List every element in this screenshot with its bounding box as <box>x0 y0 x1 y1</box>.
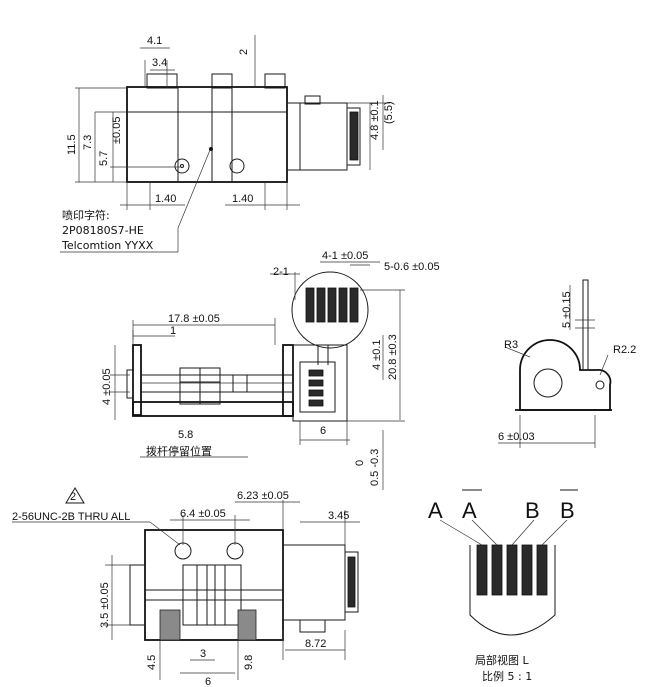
dim-5-side: 5 ±0.15 <box>561 291 573 328</box>
thread-hole <box>226 542 244 560</box>
dim-1: 1 <box>170 325 176 337</box>
dim-6-side: 6 ±0.03 <box>498 431 535 443</box>
radius-r2-2: R2.2 <box>613 344 636 356</box>
detail-caption: 局部视图 L <box>475 653 529 667</box>
dim-17-8: 17.8 ±0.05 <box>168 313 220 325</box>
detail-scale: 比例 5 : 1 <box>482 669 532 683</box>
revision-mark: 2 <box>70 491 76 503</box>
pin-b: B <box>525 498 540 523</box>
dim-3-bottom: 3 <box>200 648 206 660</box>
lever-block <box>179 367 201 405</box>
dim-4-5: 4.5 <box>146 655 158 670</box>
dim-4-1: 4.1 <box>147 35 162 47</box>
dim-5-0-6: 5-0.6 ±0.05 <box>384 261 440 273</box>
detail-view: A A B B 局部视图 L 比例 5 : 1 <box>428 489 578 683</box>
side-view-hub <box>533 368 563 398</box>
bottom-view: 2 2-56UNC-2B THRU ALL 6.4 ±0.05 6.23 ±0.… <box>12 487 360 687</box>
side-view-outline <box>519 339 612 411</box>
marking-line1: 2P08180S7-HE <box>62 224 144 237</box>
dim-1-40-left: 1.40 <box>155 193 176 205</box>
dim-0-5: 0.5 -0.3 <box>369 449 381 486</box>
dim-4-left: 4 ±0.05 <box>101 368 113 405</box>
dim-4-right: 4 ±0.1 <box>371 339 383 370</box>
dim-9-8: 9.8 <box>243 655 255 670</box>
pin-a-bar: A <box>462 498 477 523</box>
dim-1-40-right: 1.40 <box>232 193 253 205</box>
bottom-view-motor <box>282 544 346 621</box>
pin-a: A <box>428 498 443 523</box>
pin-b-bar: B <box>560 498 575 523</box>
radius-r3: R3 <box>504 339 518 351</box>
lever-note: 拨杆停留位置 <box>146 444 212 458</box>
detail-circle-l <box>291 271 369 349</box>
top-view-motor <box>286 102 348 171</box>
dim-4-8: 4.8 ±0.1 <box>369 100 381 140</box>
dim-6-bottom: 6 <box>205 676 211 687</box>
dim-6-front: 6 <box>320 425 326 437</box>
thread-note: 2-56UNC-2B THRU ALL <box>12 511 130 523</box>
revision-triangle <box>65 487 85 504</box>
thread-hole <box>174 542 192 560</box>
detail-outline <box>469 545 556 636</box>
dim-3-4: 3.4 <box>152 57 167 69</box>
marking-label: 喷印字符: <box>62 208 110 222</box>
dim-3-5: 3.5 ±0.05 <box>99 582 111 628</box>
front-view-motor <box>292 344 348 422</box>
mount-hole <box>174 158 190 174</box>
dim-5-7: 5.7 <box>98 151 110 166</box>
dim-0-05: ±0.05 <box>111 117 123 144</box>
side-view-lever <box>582 279 589 371</box>
top-view: 4.1 3.4 2 11.5 7.3 5.7 ±0.05 1.40 1.40 4… <box>60 35 395 253</box>
dim-7-3: 7.3 <box>82 135 94 150</box>
marking-line2: Telcomtion YYXX <box>61 239 154 252</box>
side-view: R3 R2.2 5 ±0.15 6 ±0.03 <box>498 279 636 448</box>
mount-hole <box>229 158 245 174</box>
front-view: 2-1 4-1 ±0.05 5-0.6 ±0.05 17.8 ±0.05 1 4… <box>101 250 440 490</box>
top-view-tab <box>146 73 178 89</box>
dim-3-45: 3.45 <box>328 510 349 522</box>
dim-11-5: 11.5 <box>66 134 78 155</box>
top-view-body <box>126 86 288 183</box>
dim-5-5: (5.5) <box>383 101 395 124</box>
dim-20-8: 20.8 ±0.3 <box>387 334 399 380</box>
dim-8-72: 8.72 <box>305 638 326 650</box>
dim-6-4: 6.4 ±0.05 <box>180 508 226 520</box>
dim-6-23: 6.23 ±0.05 <box>237 490 289 502</box>
dim-2: 2 <box>238 49 250 55</box>
dim-0: 0 <box>354 460 366 466</box>
dim-5-8: 5.8 <box>178 429 193 441</box>
dim-2-1: 2-1 <box>273 266 289 278</box>
dim-4-1-front: 4-1 ±0.05 <box>322 250 368 262</box>
